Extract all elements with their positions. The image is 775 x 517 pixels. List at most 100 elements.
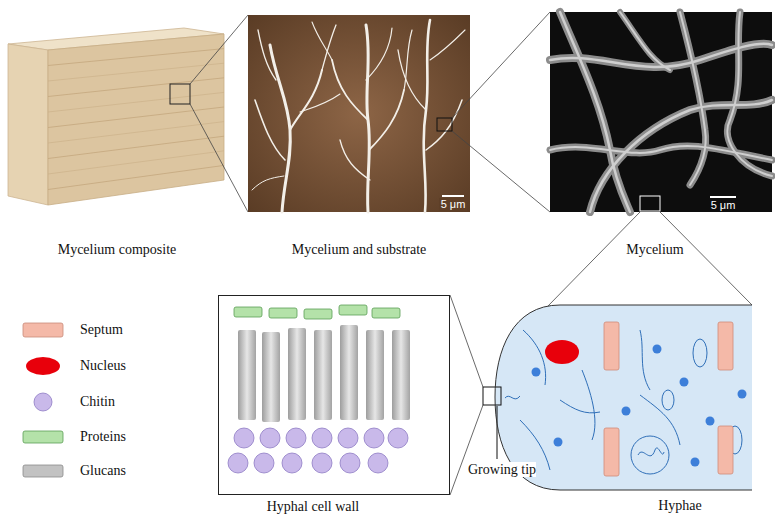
legend-entry: Chitin (20, 392, 160, 412)
granule (554, 438, 563, 447)
strand (290, 70, 322, 130)
glucan-layer (238, 325, 410, 422)
membrane (523, 330, 546, 385)
protein-layer (234, 305, 400, 319)
glucan (366, 330, 384, 420)
zoom-marker (483, 387, 501, 405)
chitin (260, 428, 280, 448)
septum (604, 428, 619, 476)
hypha-tube (727, 12, 772, 176)
photo-panel: 5 μmMycelium (550, 12, 772, 212)
strand (252, 176, 284, 190)
granule (532, 368, 541, 377)
glucan (340, 325, 358, 420)
chitin (388, 428, 408, 448)
organelle-fold (638, 448, 664, 456)
hypha-tube (620, 12, 670, 70)
strand (300, 94, 340, 112)
granule (691, 458, 700, 467)
zoom-line (548, 212, 640, 306)
block-end-face (8, 44, 48, 205)
legend-label: Proteins (80, 429, 126, 444)
zoom-marker (170, 84, 190, 104)
chitin (286, 428, 306, 448)
zoom-marker (640, 196, 660, 211)
legend-label: Chitin (80, 394, 115, 409)
legend-swatch (34, 393, 52, 411)
chitin (282, 453, 302, 473)
legend-swatch-box (20, 392, 66, 412)
scale-bar (442, 195, 464, 197)
zoom-line (190, 104, 248, 212)
chitin-layer (228, 428, 408, 473)
protein (372, 308, 400, 318)
photo-panel: 5 μmMycelium and substrate (248, 15, 470, 212)
granule (653, 345, 662, 354)
composite-panel: Mycelium composite (5, 22, 230, 212)
legend-label: Nucleus (80, 358, 126, 373)
glucan (392, 330, 410, 420)
septum (604, 322, 619, 370)
vesicle (693, 339, 707, 367)
legend-swatch (26, 357, 60, 375)
legend-swatch (23, 431, 63, 443)
glucan (238, 330, 256, 420)
scale-label: 5 μm (709, 199, 738, 212)
chitin (234, 428, 254, 448)
scale-label: 5 μm (439, 198, 468, 211)
strand (258, 30, 276, 80)
strand (398, 50, 426, 110)
strand (340, 140, 370, 180)
strand (332, 60, 368, 120)
panel-caption: Mycelium (624, 242, 686, 257)
hypha-highlight (590, 100, 772, 212)
wood-grain (48, 78, 224, 97)
cell-wall-box: Hyphal cell wall (218, 295, 450, 495)
protein (269, 308, 297, 318)
hypha-highlight (727, 12, 772, 176)
zoom-marker (437, 118, 452, 131)
legend-entry: Nucleus (20, 356, 160, 376)
hypha-tube (560, 12, 630, 212)
hypha-highlight (560, 12, 630, 212)
strand (404, 30, 412, 90)
panel-caption: Mycelium and substrate (290, 242, 429, 257)
legend-swatch-box (20, 320, 66, 340)
granule (622, 407, 631, 416)
mycelium-strands (252, 20, 465, 212)
zoom-line (190, 15, 248, 84)
block-side-face (48, 34, 224, 205)
leader-line (497, 406, 498, 459)
septa (604, 322, 733, 476)
panel-caption: Hyphae (656, 498, 704, 513)
legend-swatch-box (20, 427, 66, 447)
organelles (505, 330, 742, 474)
chitin (368, 453, 388, 473)
wood-grain (48, 63, 224, 81)
scale-bar (710, 196, 736, 198)
strand (270, 45, 290, 212)
organelle (631, 436, 669, 474)
strand (424, 20, 430, 212)
strand (322, 25, 336, 70)
strand (366, 28, 392, 80)
strand (255, 100, 285, 160)
legend-entry: Proteins (20, 427, 160, 447)
membrane (582, 370, 595, 440)
legend-swatch (23, 465, 63, 477)
panel-caption: Mycelium composite (56, 242, 179, 257)
septum (718, 322, 733, 370)
legend-swatch (23, 323, 63, 337)
mycelium-photo (550, 12, 772, 212)
glucan (314, 330, 332, 420)
wood-grain (48, 165, 224, 189)
wood-grain (48, 49, 224, 66)
legend-swatch-box (20, 356, 66, 376)
legend-label: Glucans (80, 463, 126, 478)
strand (312, 22, 332, 60)
strand (430, 30, 465, 60)
zoom-line (450, 295, 483, 387)
septum (718, 426, 733, 474)
chitin (228, 453, 248, 473)
